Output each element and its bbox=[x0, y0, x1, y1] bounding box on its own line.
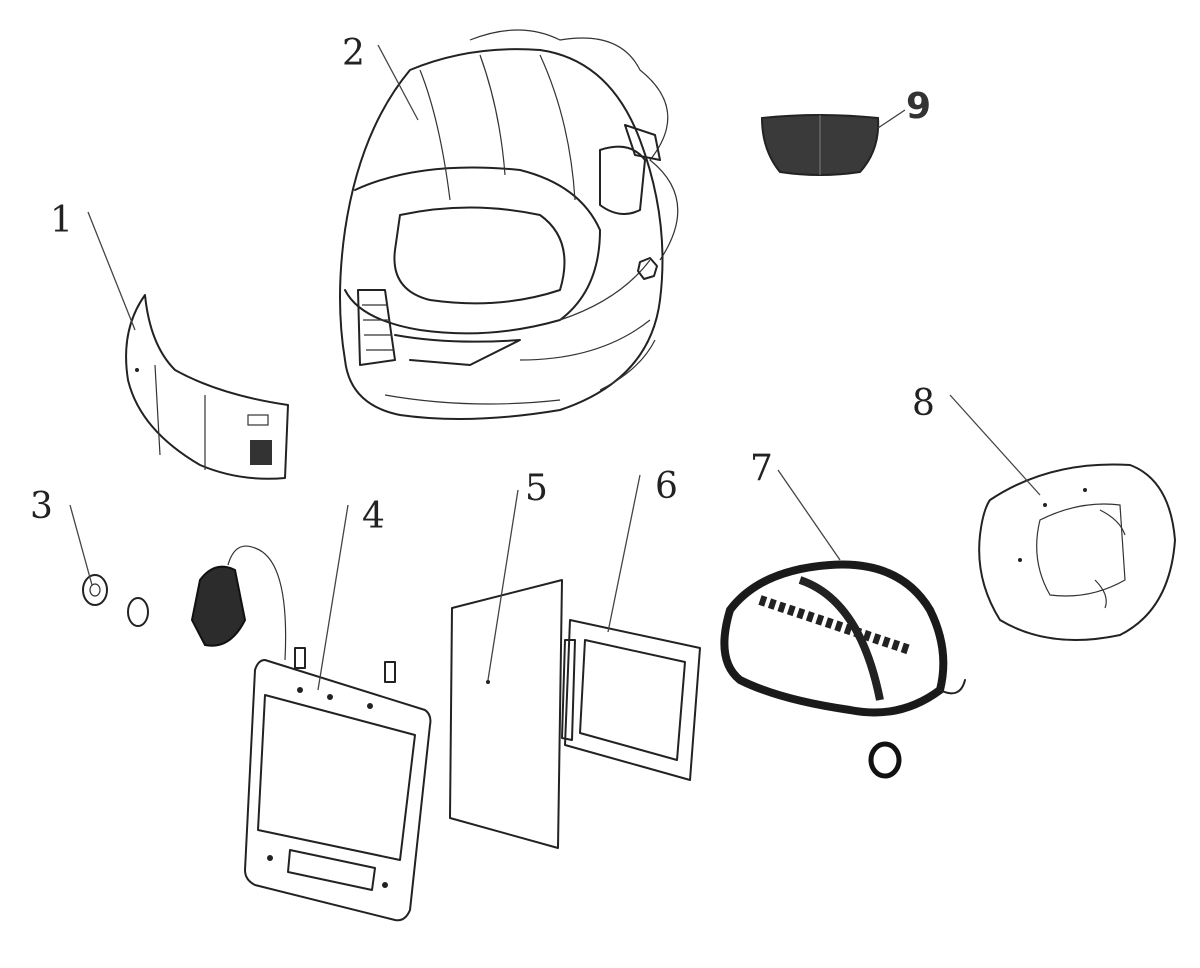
outer-cover-lens bbox=[125, 294, 289, 480]
sweatband-pad bbox=[760, 114, 880, 176]
filter-cartridge-frame bbox=[244, 647, 432, 922]
callout-labels: 1 2 3 4 5 6 7 8 9 bbox=[30, 33, 935, 537]
callout-1: 1 bbox=[50, 200, 73, 241]
headgear bbox=[720, 560, 966, 779]
callout-5: 5 bbox=[525, 468, 548, 509]
callout-7: 7 bbox=[750, 448, 773, 489]
head-cover bbox=[978, 463, 1176, 641]
callout-4: 4 bbox=[362, 496, 385, 537]
inner-cover-lens bbox=[449, 579, 563, 849]
helmet-shell bbox=[339, 29, 679, 420]
rings bbox=[82, 574, 149, 627]
callout-8: 8 bbox=[912, 383, 935, 424]
callout-3: 3 bbox=[30, 486, 53, 527]
callout-6: 6 bbox=[655, 466, 678, 507]
auto-darkening-filter bbox=[561, 619, 701, 781]
sensor-module bbox=[190, 545, 287, 661]
callout-2: 2 bbox=[342, 33, 365, 74]
callout-9: 9 bbox=[906, 86, 931, 127]
leader-lines bbox=[69, 44, 1041, 691]
